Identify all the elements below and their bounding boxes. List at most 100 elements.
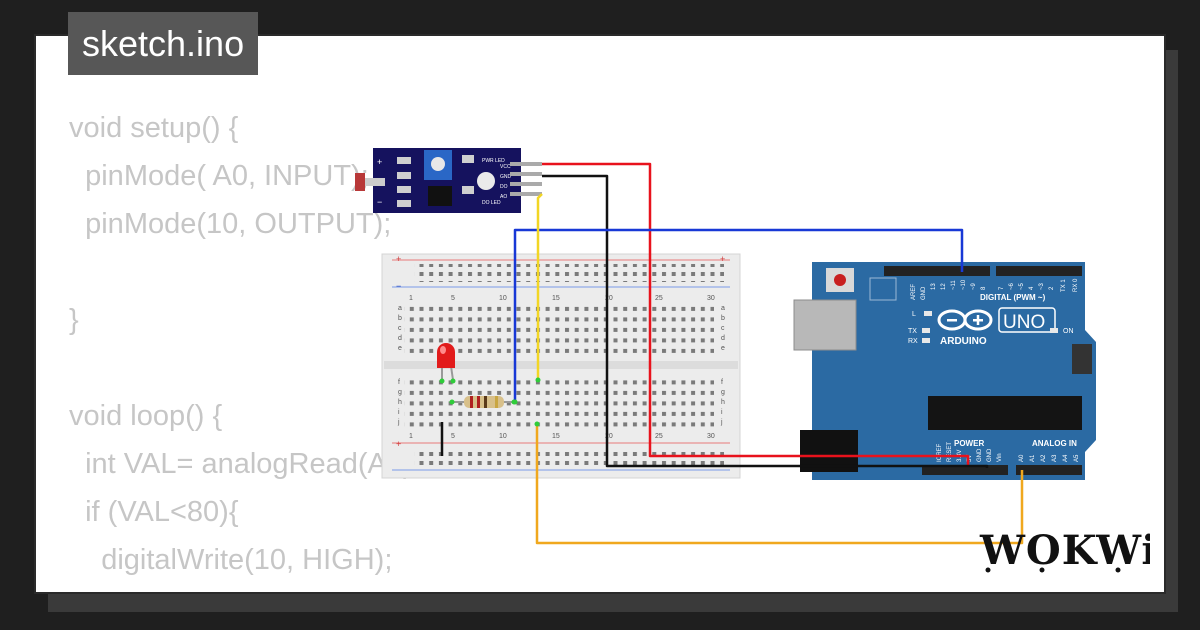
row-letter: g xyxy=(721,389,725,396)
wokwi-logo: WOKWi xyxy=(979,527,1150,574)
pin-label-ao: AO xyxy=(500,194,507,200)
comparator-chip xyxy=(428,186,452,206)
column-number: 5 xyxy=(451,295,455,302)
digital-header-left[interactable] xyxy=(884,266,990,276)
rail-plus-mark: + xyxy=(396,439,401,449)
header-pin-vcc[interactable] xyxy=(510,162,542,166)
row-letter: g xyxy=(398,389,402,396)
code-preview: void setup() { pinMode( A0, INPUT); pinM… xyxy=(69,104,421,592)
row-letter: e xyxy=(398,345,402,352)
board-brand: ARDUINO xyxy=(940,336,987,347)
column-number: 1 xyxy=(409,433,413,440)
pin-label: 8 xyxy=(981,286,987,290)
code-line: void setup() { xyxy=(69,112,239,144)
breadboard: + − + + 1 5 10 15 20 25 30 1 5 10 15 20 … xyxy=(381,253,741,479)
row-letter: b xyxy=(398,315,402,322)
pin-label: ~5 xyxy=(1019,282,1025,290)
pin-label-do: DO xyxy=(500,184,508,190)
column-number: 1 xyxy=(409,295,413,302)
pin-label: RX 0 xyxy=(1073,278,1079,292)
ldr-photoresistor xyxy=(355,173,365,191)
pin-label: A1 xyxy=(1030,454,1036,462)
column-number: 30 xyxy=(707,295,715,302)
led-label-l: L xyxy=(912,311,916,318)
column-number: 30 xyxy=(707,433,715,440)
do-led-label: DO LED xyxy=(482,200,501,206)
pin-label: GND xyxy=(921,286,927,300)
pin-label: Vin xyxy=(997,453,1003,462)
file-tab[interactable]: sketch.ino xyxy=(68,12,259,75)
wire-ao-yellow[interactable] xyxy=(536,193,543,380)
led-label-on: ON xyxy=(1063,328,1074,335)
led-label-rx: RX xyxy=(908,338,918,345)
row-letter: c xyxy=(398,325,402,332)
row-letter: e xyxy=(721,345,725,352)
pin-label: A2 xyxy=(1041,454,1047,462)
row-letter: a xyxy=(398,305,402,312)
pin-label: A5 xyxy=(1074,454,1080,462)
pin-label-gnd: GND xyxy=(500,174,512,180)
arduino-infinity-icon xyxy=(937,309,993,331)
pin-label: 13 xyxy=(931,283,937,290)
pin-label: A4 xyxy=(1063,454,1069,462)
wire-a0-orange[interactable] xyxy=(535,424,1024,545)
row-letter: d xyxy=(398,335,402,342)
led-tx xyxy=(922,328,930,333)
pin-label-vcc: VCC xyxy=(500,164,511,170)
header-pin-gnd[interactable] xyxy=(510,172,542,176)
row-letter: a xyxy=(721,305,725,312)
ldr-sensor-module[interactable]: + − PWR LED DO LED VCC GND DO AO xyxy=(355,148,542,213)
board-model: UNO xyxy=(1003,312,1045,333)
arduino-uno-board[interactable]: AREF GND 13 12 ~11 ~10 ~9 8 7 ~6 ~5 4 ~3… xyxy=(793,262,1096,480)
led-rx xyxy=(922,338,930,343)
column-number: 10 xyxy=(499,295,507,302)
digital-header-right[interactable] xyxy=(996,266,1082,276)
pin-label: ~10 xyxy=(961,279,967,290)
analog-header-label: ANALOG IN xyxy=(1032,439,1077,448)
led-l xyxy=(924,311,932,316)
code-line: void loop() { xyxy=(69,400,223,432)
code-line: pinMode(10, OUTPUT); xyxy=(69,208,392,240)
power-header[interactable] xyxy=(922,465,1008,475)
analog-header[interactable] xyxy=(1016,465,1082,475)
wokwi-logo-text: WOKWi xyxy=(979,527,1150,574)
column-number: 5 xyxy=(451,433,455,440)
wire-vcc-red[interactable] xyxy=(542,162,970,466)
resistor[interactable] xyxy=(449,396,517,408)
header-pin-do[interactable] xyxy=(510,182,542,186)
potentiometer-knob[interactable] xyxy=(431,157,445,171)
pin-label: 7 xyxy=(999,286,1005,290)
pin-label: AREF xyxy=(911,284,917,300)
row-letter: i xyxy=(398,409,400,416)
row-letter: h xyxy=(721,399,725,406)
rail-plus-mark: + xyxy=(396,254,401,264)
column-number: 15 xyxy=(552,295,560,302)
rail-minus-mark: − xyxy=(396,281,401,291)
pin-label: A0 xyxy=(1019,454,1025,462)
status-led xyxy=(477,172,495,190)
code-line: digitalWrite(10, HIGH); xyxy=(69,544,393,576)
pin-label: TX 1 xyxy=(1061,279,1067,292)
reset-button-cap[interactable] xyxy=(834,274,846,286)
row-letter: f xyxy=(721,379,723,386)
row-letter: i xyxy=(721,409,723,416)
pin-label: 5V xyxy=(967,455,973,462)
wire-gnd-black[interactable] xyxy=(542,174,989,468)
column-number: 20 xyxy=(605,433,613,440)
pin-label: A3 xyxy=(1052,454,1058,462)
wire-d10-blue[interactable] xyxy=(513,228,964,402)
pin-label: ~11 xyxy=(951,280,957,290)
column-number: 25 xyxy=(655,295,663,302)
pin-label: GND xyxy=(977,448,983,462)
led-on xyxy=(1050,328,1058,333)
red-led[interactable] xyxy=(437,343,456,384)
column-number: 20 xyxy=(605,295,613,302)
pin-label: 2 xyxy=(1049,286,1055,290)
pin-label: ~6 xyxy=(1009,282,1015,290)
pin-label: IOREF xyxy=(937,443,943,462)
header-pin-ao[interactable] xyxy=(510,192,542,196)
pin-label: 4 xyxy=(1029,286,1035,290)
row-letter: c xyxy=(721,325,725,332)
pin-label: ~9 xyxy=(971,282,977,290)
